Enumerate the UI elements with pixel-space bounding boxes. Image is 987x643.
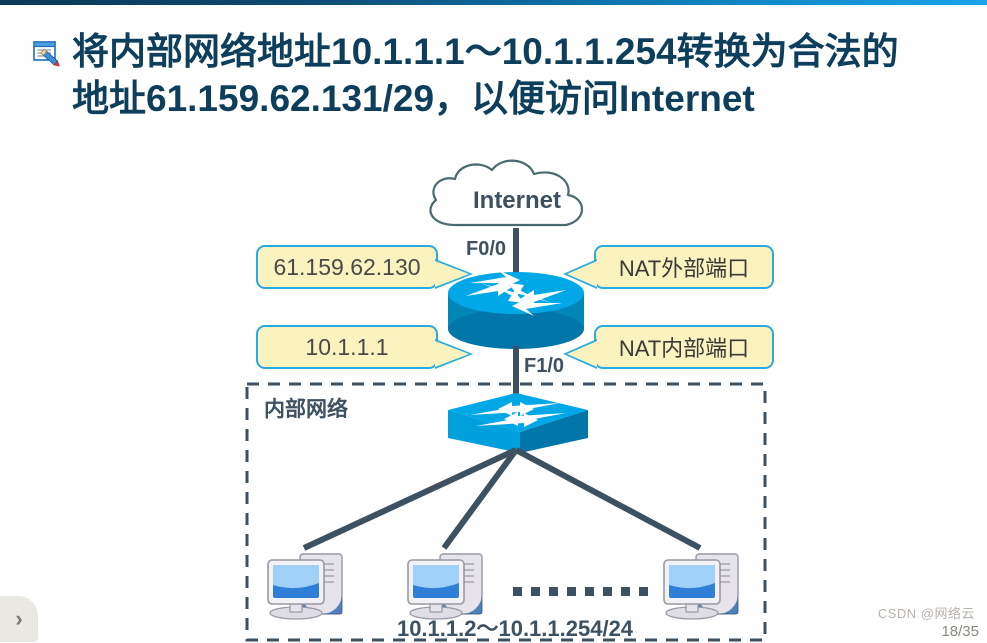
- callout-outside-address-text: 61.159.62.130: [273, 253, 421, 280]
- computer-icon-3: [663, 553, 739, 620]
- network-diagram: Internet F0/0 F1/0 内部网络 10.1.1.2～10.1.1.…: [0, 150, 987, 642]
- router-icon: [448, 270, 584, 349]
- link-switch-pc3: [514, 447, 702, 551]
- slide-title-block: 将内部网络地址10.1.1.1～10.1.1.254转换为合法的 地址61.15…: [30, 28, 965, 122]
- internal-network-boundary: [245, 382, 767, 642]
- page-number: 18/35: [941, 623, 979, 640]
- interface-label-inside: F1/0: [524, 355, 565, 377]
- page-title: 将内部网络地址10.1.1.1～10.1.1.254转换为合法的 地址61.15…: [72, 31, 899, 119]
- callout-outside-role-text: NAT外部端口: [618, 256, 750, 281]
- callout-tail-icon: [435, 341, 469, 367]
- internal-network-label: 内部网络: [264, 398, 348, 421]
- next-slide-button[interactable]: ›: [0, 596, 38, 642]
- callout-tail-icon: [435, 261, 469, 287]
- callout-outside-role: NAT外部端口: [563, 245, 774, 289]
- chevron-right-icon: ›: [15, 606, 23, 631]
- watermark: CSDN @网络云: [877, 606, 975, 621]
- callout-inside-address: 10.1.1.1: [256, 325, 473, 369]
- cloud-icon: [429, 159, 584, 227]
- callout-tail-icon: [567, 261, 597, 287]
- host-range-label: 10.1.1.2～10.1.1.254/24: [396, 616, 634, 641]
- callout-outside-address: 61.159.62.130: [256, 245, 473, 289]
- computer-icon-2: [407, 553, 483, 620]
- link-switch-pc2: [441, 448, 519, 550]
- hosts-ellipsis: [513, 587, 648, 596]
- computer-icon-1: [267, 553, 343, 620]
- callout-tail-icon: [567, 341, 597, 367]
- diagram-graphics: [245, 159, 767, 642]
- interface-label-outside: F0/0: [466, 238, 507, 260]
- top-accent-rule: [0, 0, 987, 5]
- cloud-label: Internet: [472, 187, 561, 214]
- callout-inside-address-text: 10.1.1.1: [305, 333, 389, 360]
- link-switch-pc1: [302, 447, 518, 551]
- document-edit-icon: [33, 40, 63, 68]
- callout-inside-role: NAT内部端口: [563, 325, 774, 369]
- switch-icon: [448, 393, 588, 453]
- callout-inside-role-text: NAT内部端口: [618, 336, 750, 361]
